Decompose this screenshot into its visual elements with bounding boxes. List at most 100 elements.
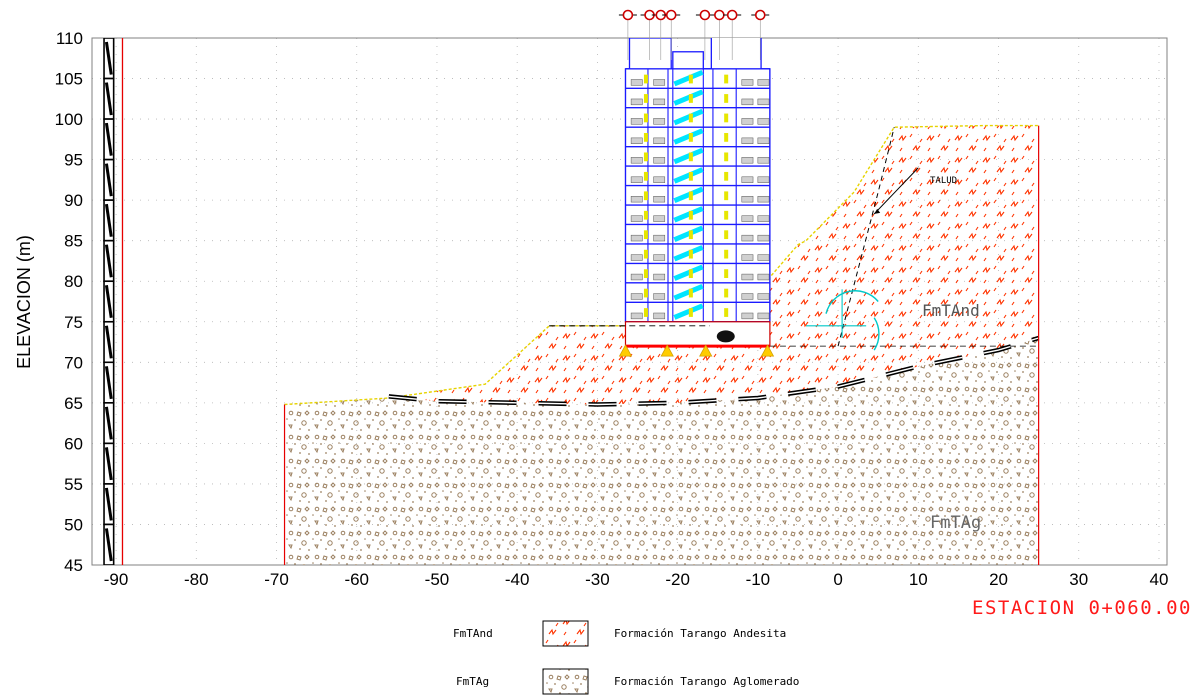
window-mark — [643, 171, 648, 181]
y-tick-label: 60 — [64, 434, 83, 453]
x-tick-label: 0 — [833, 570, 842, 589]
y-axis-label: ELEVACION (m) — [14, 235, 34, 369]
window-mark — [724, 249, 729, 259]
furniture — [653, 215, 666, 222]
talud-leader — [873, 167, 919, 215]
slope-annotation — [549, 127, 919, 351]
reference-hatch — [104, 406, 113, 440]
fmtand-label: FmTAnd — [922, 301, 980, 320]
window-mark — [688, 288, 693, 298]
x-tick-label: 20 — [989, 570, 1008, 589]
furniture — [630, 273, 643, 281]
footing — [660, 344, 674, 357]
contact-line-highlight — [388, 337, 1039, 406]
x-tick-label: 10 — [909, 570, 928, 589]
window-mark — [688, 94, 693, 103]
stair-flight — [673, 128, 704, 145]
furniture — [757, 98, 770, 106]
furniture — [757, 157, 770, 164]
basement — [624, 321, 771, 347]
furniture — [741, 79, 754, 86]
axis-bubble — [754, 9, 766, 21]
window-mark — [643, 152, 648, 162]
furniture — [741, 176, 754, 183]
y-tick-label: 45 — [64, 556, 83, 575]
window-mark — [643, 308, 648, 317]
furniture — [630, 196, 643, 203]
furniture — [757, 293, 770, 300]
x-tick-label: -50 — [425, 570, 450, 589]
window-mark — [724, 230, 729, 240]
talud-arrowhead — [874, 208, 881, 214]
furniture — [757, 254, 770, 261]
window-mark — [643, 249, 648, 259]
footing — [760, 344, 775, 357]
y-tick-label: 100 — [55, 110, 83, 129]
y-tick-label: 50 — [64, 515, 83, 534]
stair-flight — [673, 264, 704, 281]
y-tick-label: 85 — [64, 232, 83, 251]
cistern — [716, 330, 735, 343]
x-tick-label: -90 — [104, 570, 129, 589]
stair-flight — [673, 284, 704, 301]
stair-flight — [673, 70, 704, 87]
reference-hatch — [104, 82, 113, 116]
furniture — [741, 312, 754, 320]
axis-bubble — [699, 9, 711, 21]
furniture — [653, 137, 666, 144]
furniture — [630, 254, 643, 261]
andesite-unit — [388, 125, 1039, 405]
window-mark — [724, 191, 729, 201]
talud-label: TALUD — [930, 176, 957, 186]
x-tick-label: 40 — [1150, 570, 1169, 589]
window-mark — [724, 210, 729, 220]
reference-hatch — [104, 447, 113, 481]
roof-penthouse — [628, 38, 672, 70]
furniture — [630, 137, 643, 144]
furniture — [741, 273, 754, 281]
furniture — [741, 215, 754, 222]
agglomerate-unit — [284, 338, 1039, 565]
furniture — [757, 273, 770, 281]
furniture — [757, 196, 770, 203]
window-mark — [724, 171, 729, 181]
furniture — [757, 312, 770, 320]
roof-penthouse — [710, 38, 762, 70]
window-mark — [724, 308, 729, 317]
furniture — [630, 293, 643, 300]
window-mark — [643, 210, 648, 220]
furniture — [630, 215, 643, 222]
furniture — [741, 98, 754, 106]
furniture — [653, 312, 666, 320]
furniture — [757, 215, 770, 222]
stair-flight — [673, 225, 704, 242]
x-tick-label: -20 — [665, 570, 690, 589]
furniture — [653, 293, 666, 300]
window-mark — [643, 288, 648, 298]
legend-swatch — [542, 620, 589, 647]
window-mark — [688, 74, 693, 84]
axis-bubble — [726, 9, 738, 21]
left-reference-elevation — [103, 38, 124, 565]
stair-flight — [673, 89, 704, 106]
x-tick-label: -40 — [505, 570, 530, 589]
reference-hatch — [104, 285, 113, 318]
window-mark — [643, 230, 648, 240]
y-tick-label: 110 — [56, 29, 83, 48]
furniture — [630, 79, 643, 86]
footing — [618, 344, 633, 357]
y-tick-label: 75 — [64, 313, 83, 332]
y-tick-label: 105 — [55, 70, 83, 89]
furniture — [741, 118, 754, 125]
roof-penthouse — [672, 51, 704, 70]
y-tick-label: 70 — [64, 353, 83, 372]
furniture — [757, 234, 770, 242]
geologic-contact — [388, 335, 1040, 407]
y-tick-label: 90 — [64, 191, 83, 210]
window-mark — [688, 308, 693, 317]
reference-hatch — [104, 366, 113, 400]
axis-bubble — [665, 9, 677, 21]
axis-bubble — [622, 9, 634, 21]
reference-hatch — [104, 122, 113, 156]
furniture — [630, 98, 643, 106]
